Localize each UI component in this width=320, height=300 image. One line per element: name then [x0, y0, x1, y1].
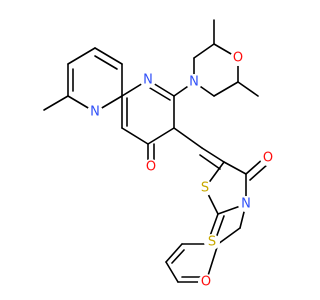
atom-label-n-ring: N	[143, 73, 153, 88]
molecule-structure: N N N O O S N	[43, 19, 276, 290]
atom-label-o-pyrimidinone: O	[146, 160, 156, 175]
atom-n-ring: N	[140, 72, 156, 88]
atom-label-o-morpholine: O	[233, 51, 243, 66]
atom-s-thione: S	[204, 234, 220, 250]
atom-label-s-ring: S	[201, 181, 209, 196]
atom-s-ring: S	[197, 180, 213, 196]
atom-label-n-morpholine: N	[189, 75, 199, 90]
atom-n-thiazolidine: N	[238, 196, 254, 212]
atom-labels: N N N O O S N	[87, 50, 276, 290]
atom-o-thiazolidinone: O	[260, 150, 276, 166]
atom-label-s-thione: S	[208, 235, 216, 250]
atom-label-n-bridge: N	[90, 105, 100, 120]
atom-o-pyrimidinone: O	[143, 159, 159, 175]
molecule-canvas: N N N O O S N	[43, 19, 276, 290]
atom-o-furan: O	[198, 274, 214, 290]
atom-label-o-furan: O	[201, 275, 211, 290]
atom-label-o-thiazolidinone: O	[263, 151, 273, 166]
atom-n-morpholine: N	[186, 74, 202, 90]
atom-o-morpholine: O	[230, 50, 246, 66]
atom-label-n-thiazolidine: N	[241, 197, 251, 212]
atom-n-bridge: N	[87, 104, 103, 120]
